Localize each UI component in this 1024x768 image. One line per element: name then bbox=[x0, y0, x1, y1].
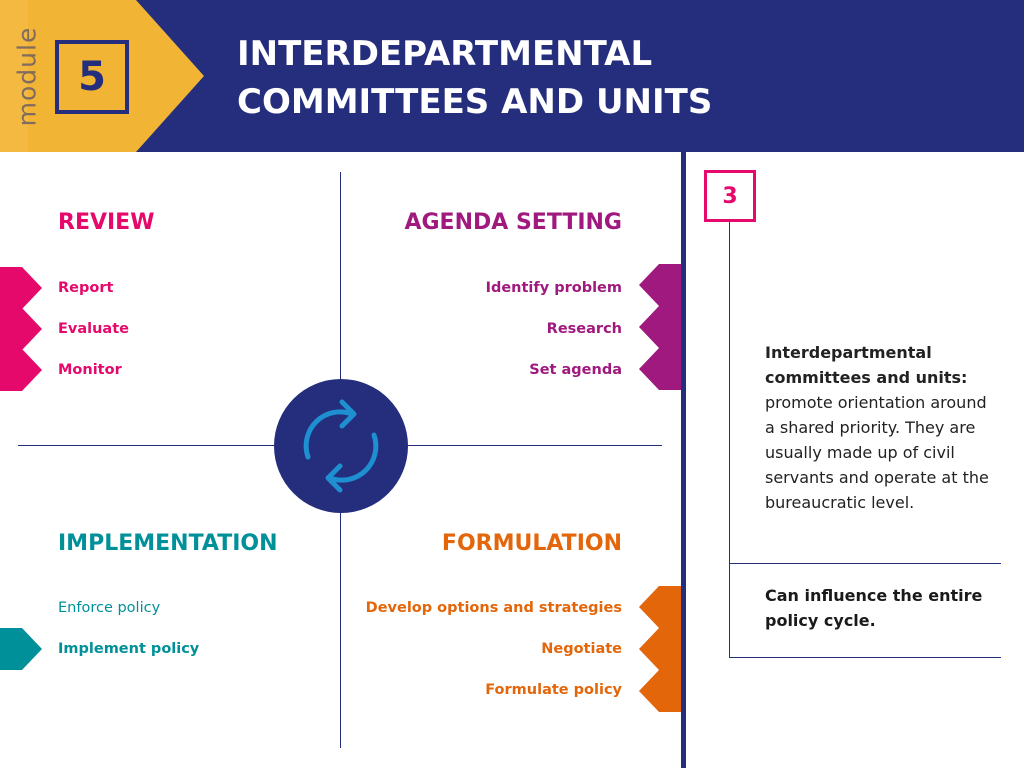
agenda-item-set-agenda: Set agenda bbox=[529, 362, 622, 378]
implementation-heading: IMPLEMENTATION bbox=[58, 531, 278, 556]
formulation-item-negotiate: Negotiate bbox=[541, 641, 622, 657]
page-title-line-1: INTERDEPARTMENTAL bbox=[237, 34, 653, 74]
step-number-box: 3 bbox=[704, 170, 756, 222]
module-label: module bbox=[12, 26, 42, 126]
implementation-chevron bbox=[0, 628, 42, 670]
panel-rule-1 bbox=[729, 563, 1001, 564]
cycle-center-circle bbox=[274, 379, 408, 513]
module-number-box: 5 bbox=[55, 40, 129, 114]
formulation-item-develop-options: Develop options and strategies bbox=[365, 600, 622, 616]
review-chevron-3 bbox=[0, 349, 42, 391]
module-number: 5 bbox=[78, 54, 106, 100]
formulation-chevron-1 bbox=[639, 586, 681, 628]
section-divider bbox=[681, 152, 686, 768]
review-heading: REVIEW bbox=[58, 210, 155, 235]
agenda-chevron-2 bbox=[639, 306, 681, 348]
implementation-item-enforce-policy: Enforce policy bbox=[58, 600, 161, 616]
formulation-chevron-3 bbox=[639, 670, 681, 712]
formulation-item-formulate-policy: Formulate policy bbox=[485, 682, 622, 698]
module-tab: module 5 bbox=[0, 0, 204, 152]
panel-description-lead: Interdepartmental committees and units: bbox=[765, 343, 968, 387]
agenda-chevron-3 bbox=[639, 348, 681, 390]
formulation-chevron-2 bbox=[639, 628, 681, 670]
refresh-cycle-icon bbox=[303, 399, 379, 493]
review-item-monitor: Monitor bbox=[58, 362, 122, 378]
step-number: 3 bbox=[722, 183, 738, 209]
panel-note: Can influence the entire policy cycle. bbox=[765, 586, 983, 630]
module-tab-shape bbox=[0, 0, 204, 152]
review-item-report: Report bbox=[58, 280, 114, 296]
formulation-heading: FORMULATION bbox=[441, 531, 622, 556]
agenda-chevron-1 bbox=[639, 264, 681, 306]
review-item-evaluate: Evaluate bbox=[58, 321, 129, 337]
agenda-item-identify-problem: Identify problem bbox=[485, 280, 622, 296]
implementation-item-implement-policy: Implement policy bbox=[58, 641, 200, 657]
review-chevron-2 bbox=[0, 308, 42, 350]
panel-description: Interdepartmental committees and units: … bbox=[765, 340, 1001, 515]
header-banner: module 5 INTERDEPARTMENTAL COMMITTEES AN… bbox=[0, 0, 1024, 152]
agenda-item-research: Research bbox=[546, 321, 622, 337]
panel-rule-2 bbox=[729, 657, 1001, 658]
page-title-line-2: COMMITTEES AND UNITS bbox=[237, 82, 713, 122]
panel-description-body: promote orientation around a shared prio… bbox=[765, 393, 989, 512]
review-chevron-1 bbox=[0, 267, 42, 309]
agenda-setting-heading: AGENDA SETTING bbox=[404, 210, 622, 235]
panel-vertical-rule bbox=[729, 222, 730, 658]
page-title: INTERDEPARTMENTAL COMMITTEES AND UNITS bbox=[237, 30, 797, 126]
